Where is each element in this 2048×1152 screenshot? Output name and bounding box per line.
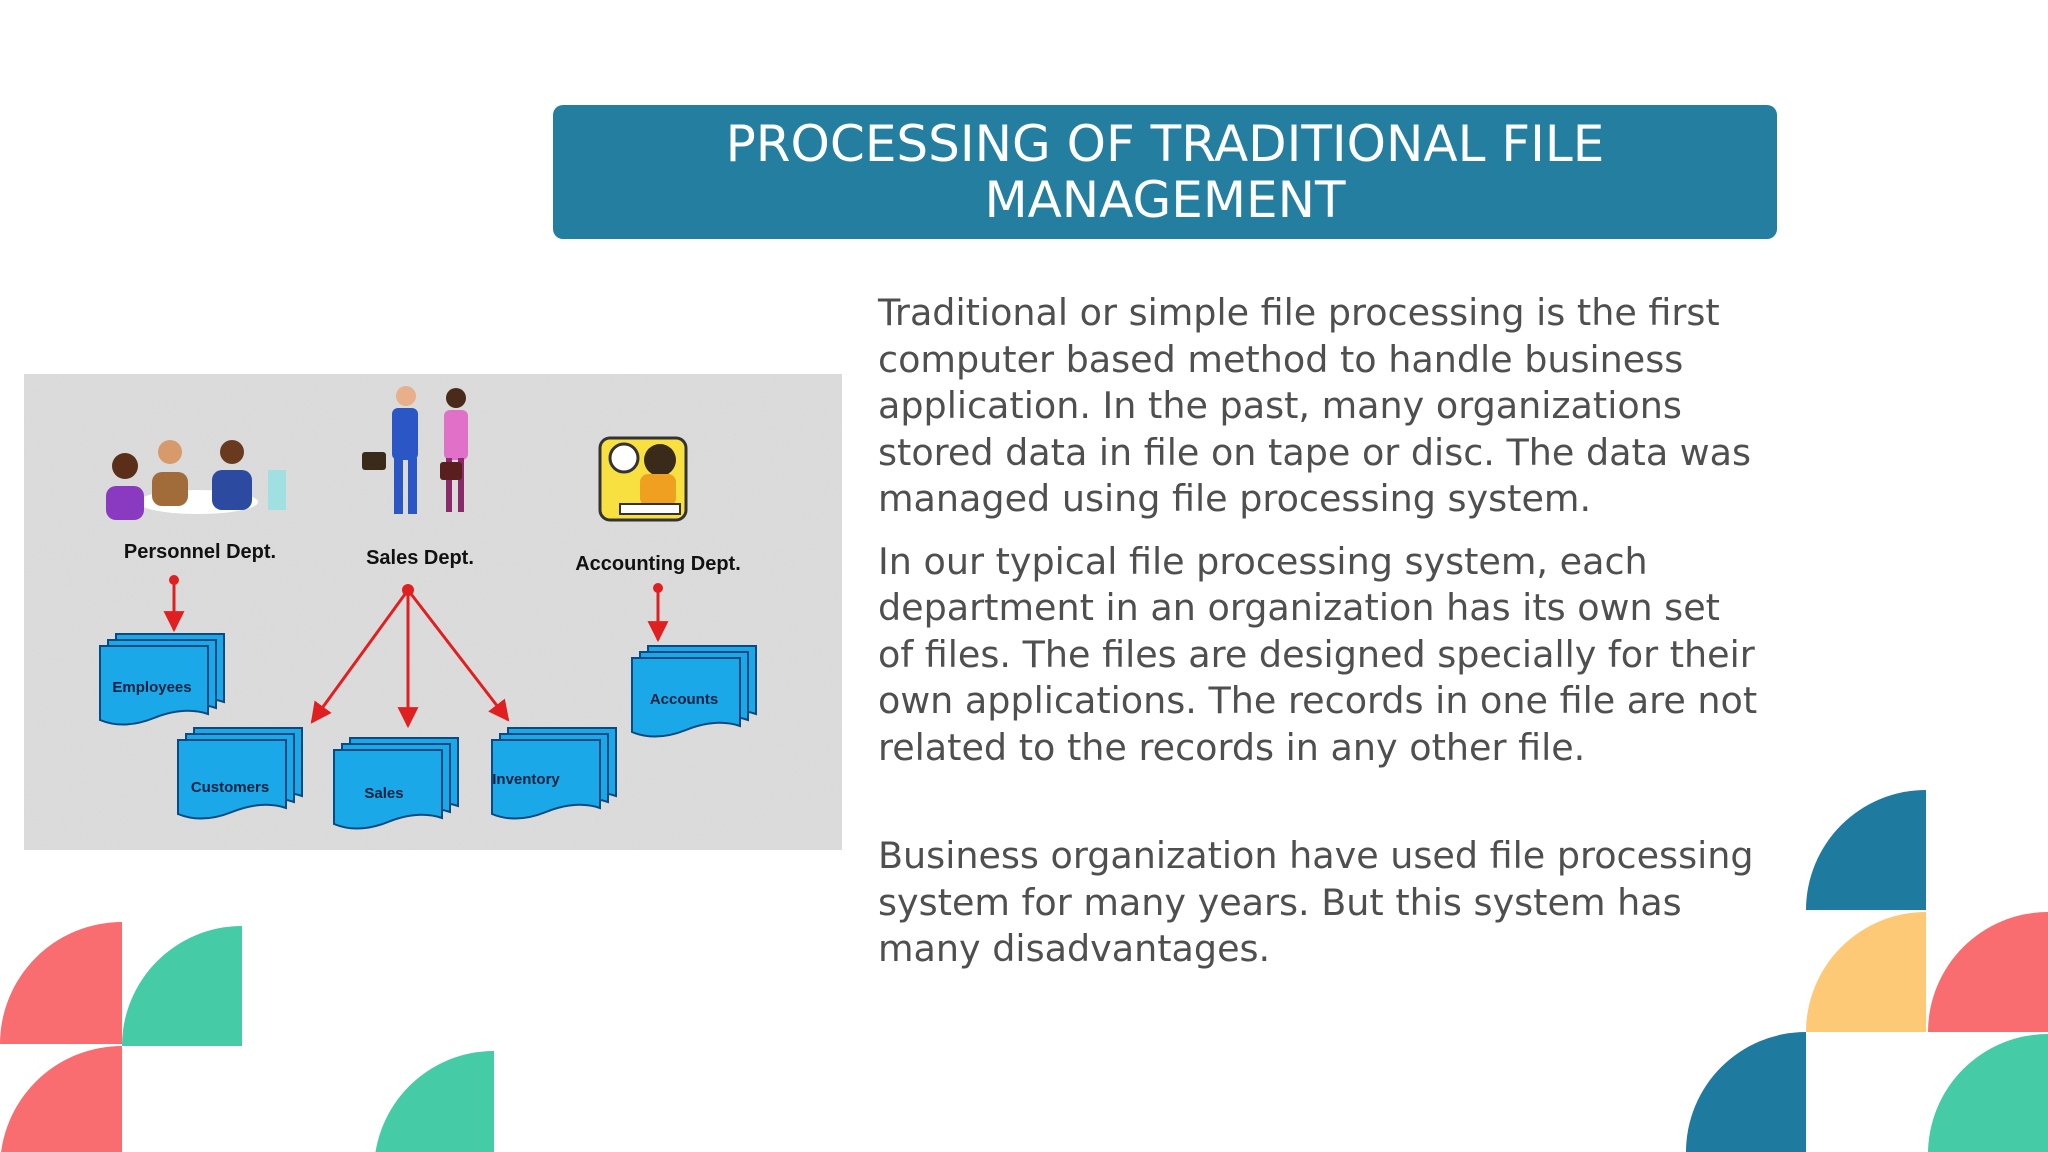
file-stack-inventory: Inventory [491,727,617,820]
deco-quarter-red-top [0,922,122,1044]
deco-quarter-red-right [1928,912,2048,1032]
file-label-accounts: Accounts [650,691,718,708]
deco-quarter-yellow [1806,912,1926,1032]
slide-title: PROCESSING OF TRADITIONAL FILE MANAGEMEN… [725,115,1605,229]
file-label-inventory: Inventory [492,771,560,788]
file-stack-sales: Sales [333,737,459,830]
deco-quarter-blue-top [1806,790,1926,910]
file-stack-employees: Employees [99,633,225,726]
file-label-sales: Sales [364,785,403,802]
diagram-svg: Personnel Dept. Sales Dept. Accounting D… [24,374,842,850]
deco-quarter-green-right [1928,1034,2048,1152]
title-banner: PROCESSING OF TRADITIONAL FILE MANAGEMEN… [553,105,1777,239]
deco-quarter-blue-bottom [1686,1032,1806,1152]
accounting-person-icon [598,436,688,522]
label-sales-dept: Sales Dept. [366,547,474,569]
personnel-people-icon [106,440,286,520]
paragraph-1: Traditional or simple file processing is… [878,291,1752,520]
deco-quarter-green-top [122,926,242,1046]
body-text: Traditional or simple file processing is… [878,290,1758,973]
label-personnel-dept: Personnel Dept. [124,541,276,563]
file-label-employees: Employees [112,679,191,696]
file-stack-customers: Customers [177,727,303,820]
label-accounting-dept: Accounting Dept. [575,553,741,575]
file-stack-accounts: Accounts [631,645,757,738]
deco-quarter-red-bottom [1,1046,122,1152]
paragraph-2: In our typical file processing system, e… [878,539,1758,769]
paragraph-3: Business organization have used file pro… [878,834,1754,970]
file-processing-diagram: Personnel Dept. Sales Dept. Accounting D… [24,374,842,850]
deco-quarter-green-bottom [375,1051,494,1152]
file-label-customers: Customers [191,779,269,796]
arrows [163,575,669,729]
sales-people-icon [362,386,468,514]
